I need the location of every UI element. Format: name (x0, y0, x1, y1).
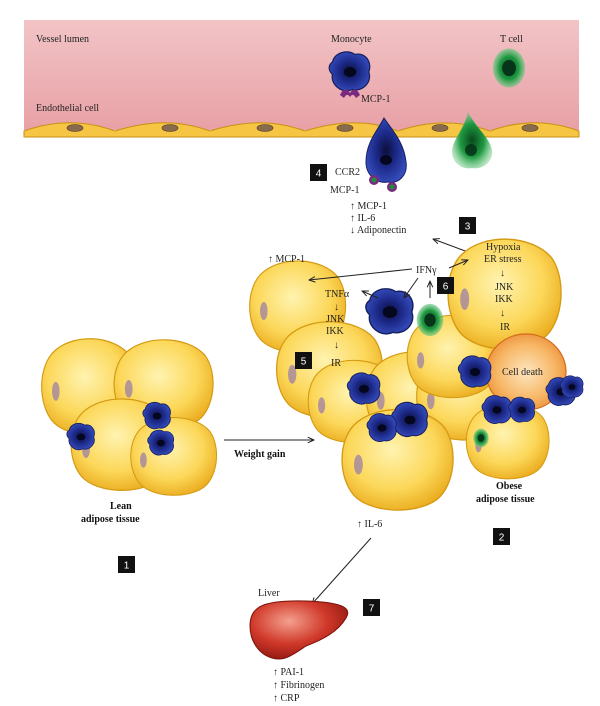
mcp1-lower-label: MCP-1 (330, 185, 359, 196)
monocyte-label: Monocyte (331, 34, 372, 45)
mcp1-bound (371, 177, 377, 183)
endothelial-layer (23, 122, 580, 138)
lean-label-line1: Lean (110, 501, 132, 512)
ikk-right-label: IKK (495, 294, 514, 305)
fibrinogen-label: ↑ Fibrinogen (273, 680, 324, 691)
transmigrating-t-cell (452, 112, 493, 169)
step-5-box (295, 352, 312, 369)
ccr2-label: CCR2 (335, 167, 360, 178)
step-6-box (437, 277, 454, 294)
er-stress-label: ER stress (484, 254, 522, 265)
ir-right-label: IR (500, 322, 510, 333)
secretion-adiponectin: ↓ Adiponectin (350, 225, 406, 236)
step-4-number: 4 (316, 169, 322, 180)
step-7-box (363, 599, 380, 616)
ikk-left-label: IKK (326, 326, 345, 337)
secretion-mcp1: ↑ MCP-1 (350, 201, 387, 212)
obese-label-line1: Obese (496, 481, 523, 492)
endothelial-cell-label: Endothelial cell (36, 103, 99, 114)
jnk-left-label: JNK (326, 314, 345, 325)
arrow-glyph-4: ↓ (500, 308, 505, 319)
arrow-ifng-to-macrophage (404, 277, 419, 298)
lean-adipose-cluster (41, 338, 218, 496)
step-6-number: 6 (443, 282, 449, 293)
step-1-box (118, 556, 135, 573)
mcp1-receptor-top (340, 89, 360, 98)
t-cell-label: T cell (500, 34, 523, 45)
vessel-lumen (24, 20, 579, 130)
secretion-il6: ↑ IL-6 (350, 213, 375, 224)
liver-shape (249, 600, 349, 660)
il6-liver-label: ↑ IL-6 (357, 519, 382, 530)
transmigrating-monocyte (365, 117, 407, 183)
jnk-right-label: JNK (495, 282, 514, 293)
step-3-box (459, 217, 476, 234)
arrow-ifng-to-mcp1 (309, 268, 413, 280)
obese-label-line2: adipose tissue (476, 494, 535, 505)
vessel-lumen-label: Vessel lumen (36, 34, 89, 45)
pai1-label: ↑ PAI-1 (273, 667, 304, 678)
obese-adipose-cluster: Cell death (249, 238, 584, 511)
step-7-number: 7 (369, 604, 375, 615)
mcp1-bound-2 (389, 184, 395, 190)
arrow-to-hypoxia-cell (448, 260, 468, 269)
arrow-il6-to-liver (312, 537, 372, 604)
mcp1-top-label: MCP-1 (361, 94, 390, 105)
step-2-number: 2 (499, 533, 505, 544)
arrow-macrophage-to-tnfa (362, 291, 379, 299)
monocyte-in-lumen (328, 51, 371, 92)
liver-label: Liver (258, 588, 280, 599)
step-5-number: 5 (301, 357, 307, 368)
step-4-box (310, 164, 327, 181)
arrow-glyph-1: ↓ (334, 302, 339, 313)
weight-gain-label: Weight gain (234, 449, 286, 460)
mcp1-left-label: ↑ MCP-1 (268, 254, 305, 265)
crp-label: ↑ CRP (273, 693, 300, 704)
hypoxia-label: Hypoxia (486, 242, 521, 253)
cell-death-label: Cell death (502, 367, 543, 378)
t-cell-in-lumen (492, 48, 526, 88)
step-1-number: 1 (124, 561, 130, 572)
arrow-glyph-3: ↓ (500, 268, 505, 279)
lean-label-line2: adipose tissue (81, 514, 140, 525)
arrow-glyph-2: ↓ (334, 340, 339, 351)
step-3-number: 3 (465, 222, 471, 233)
step-2-box (493, 528, 510, 545)
tnfa-label: TNFα (325, 289, 350, 300)
ifng-label: IFNγ (416, 265, 437, 276)
ir-left-label: IR (331, 358, 341, 369)
